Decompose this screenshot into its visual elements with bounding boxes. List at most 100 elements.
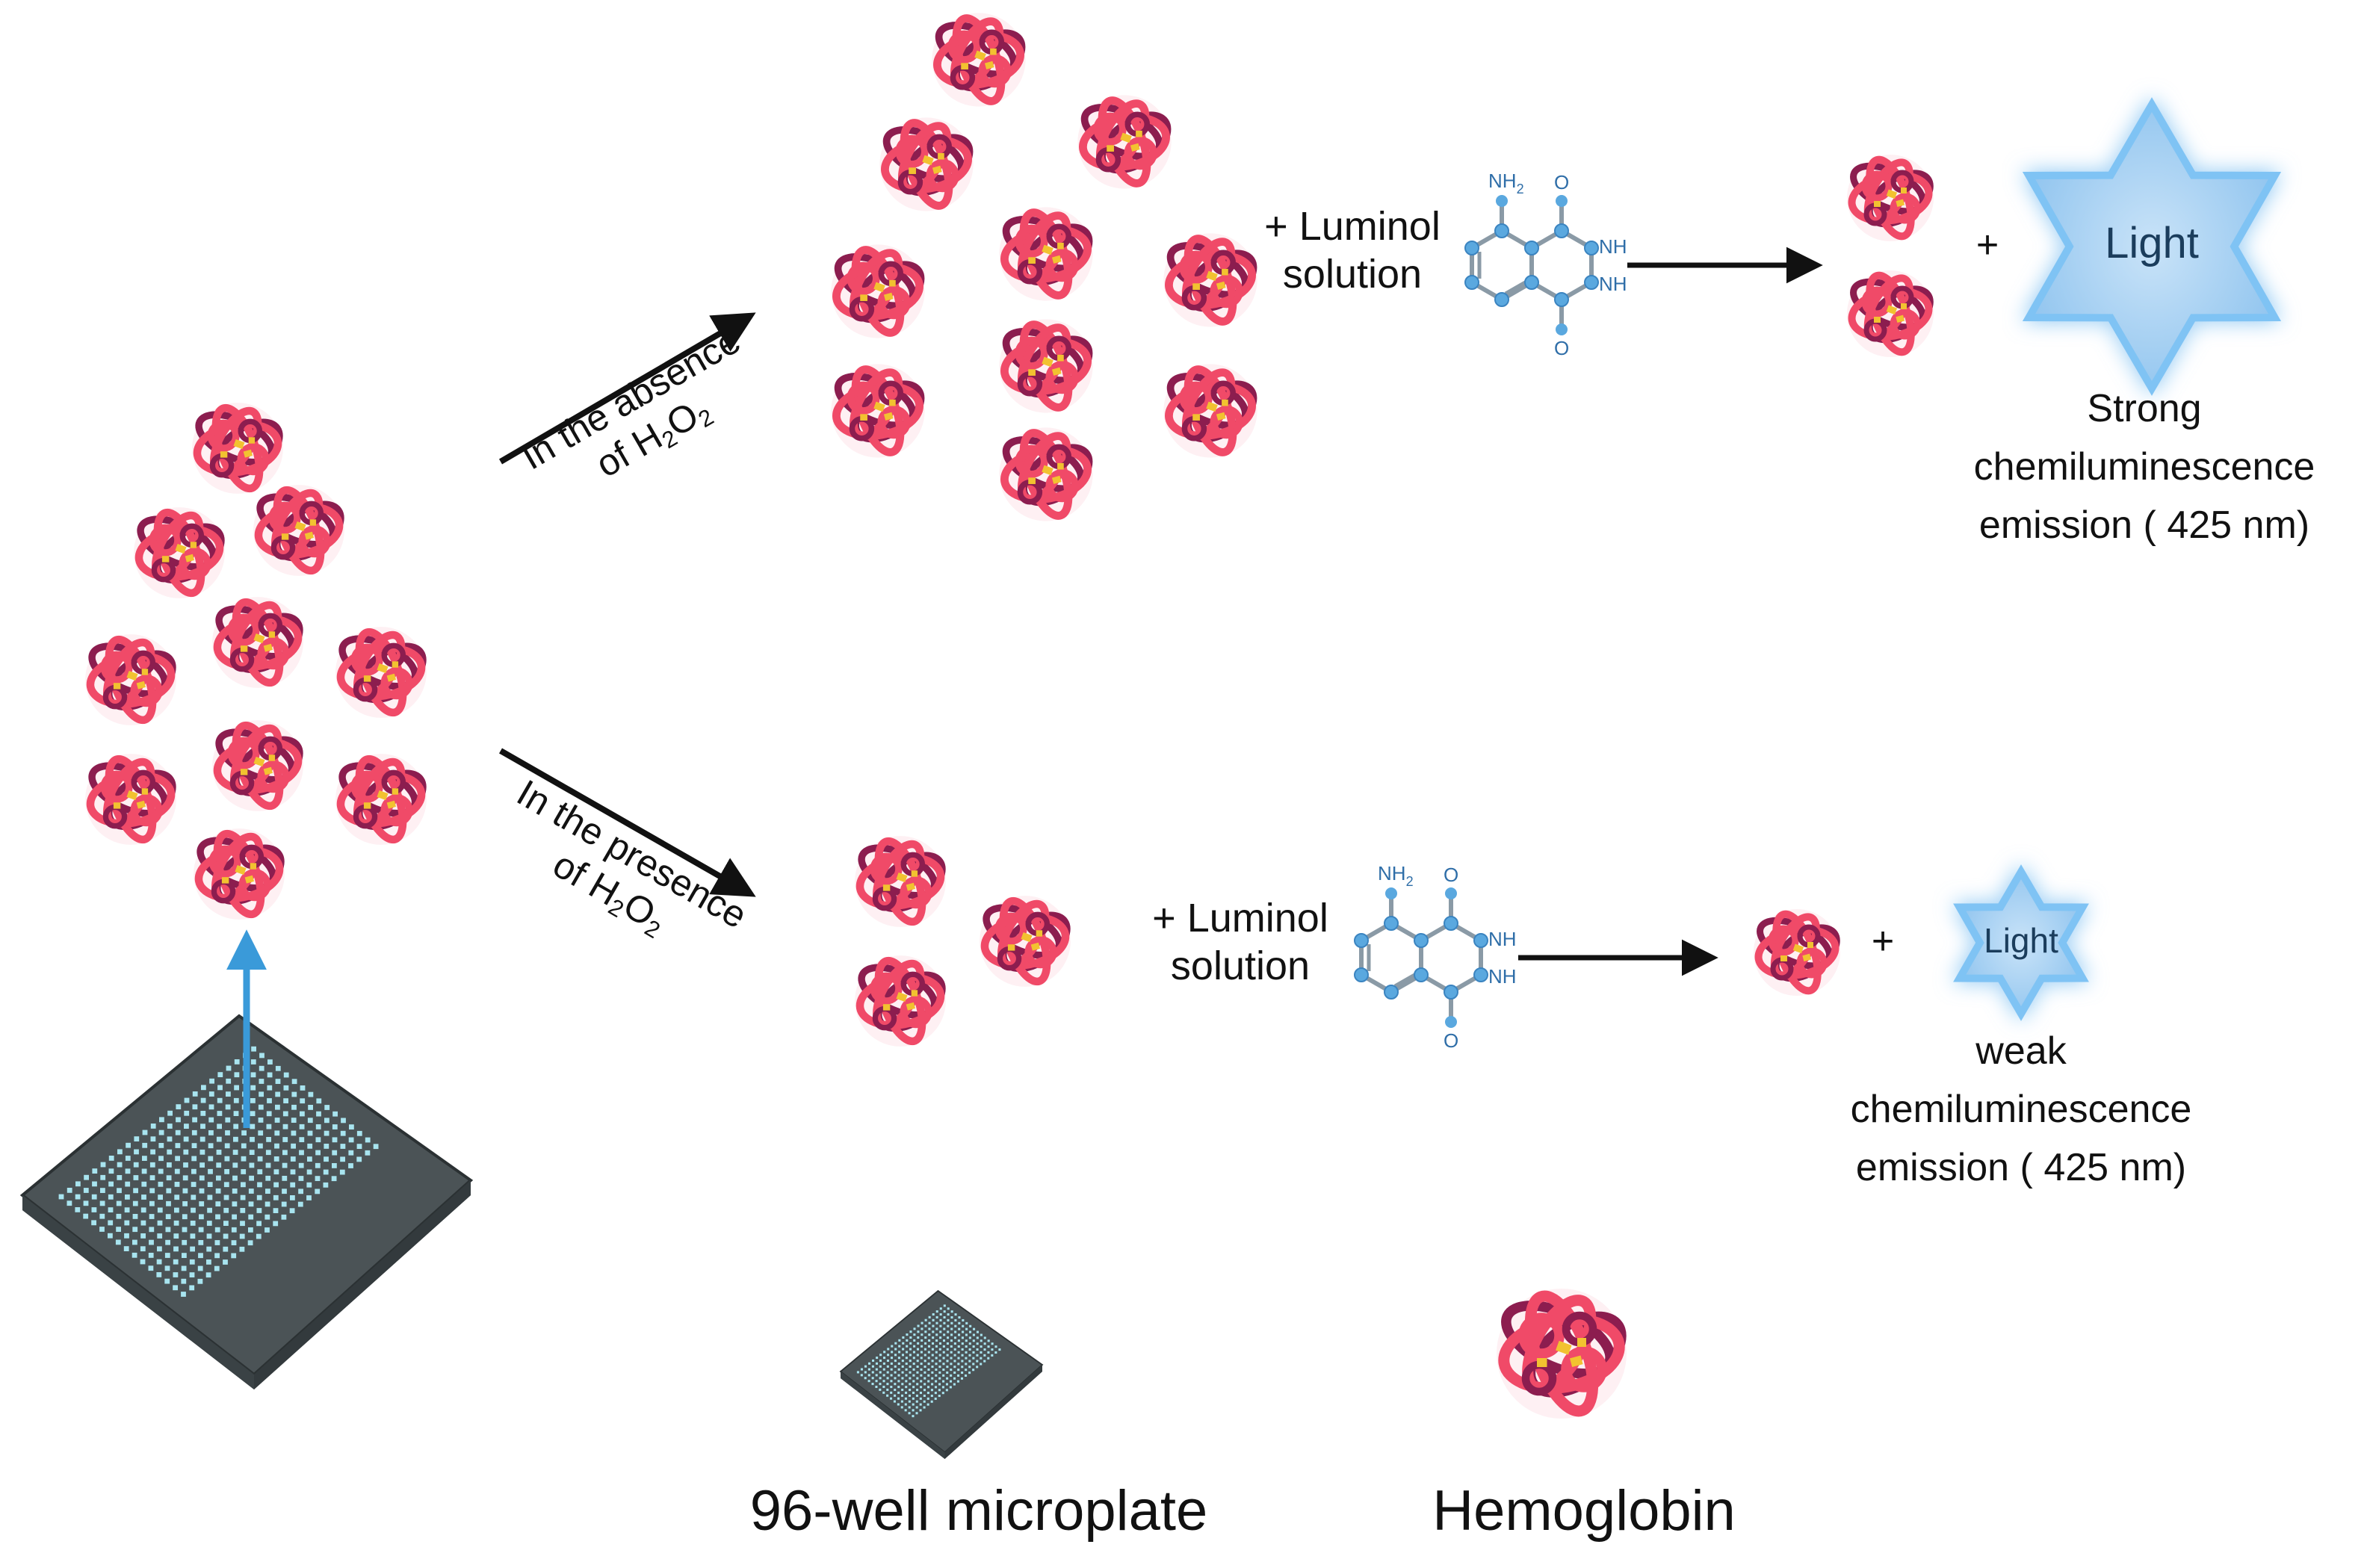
plate-well <box>980 1351 983 1354</box>
plate-well <box>123 1246 129 1251</box>
plate-well <box>987 1357 990 1360</box>
plate-well <box>297 1201 303 1207</box>
plate-well <box>175 1156 180 1162</box>
plate-well <box>184 1124 189 1129</box>
plate-well <box>108 1168 114 1174</box>
plate-well <box>299 1150 304 1156</box>
plate-well <box>923 1365 926 1369</box>
plate-well <box>282 1162 288 1168</box>
plate-well <box>157 1233 163 1239</box>
plate-well <box>864 1377 867 1380</box>
plate-well <box>943 1327 946 1330</box>
plate-well <box>912 1386 915 1389</box>
plate-well <box>174 1168 180 1174</box>
plate-well <box>167 1110 173 1116</box>
plate-well <box>125 1181 131 1187</box>
plate-well <box>206 1246 212 1252</box>
plate-well <box>882 1391 885 1394</box>
plate-well <box>208 1104 214 1110</box>
plate-well <box>976 1360 979 1363</box>
plate-well <box>900 1406 903 1409</box>
plate-well <box>864 1371 867 1374</box>
plate-well <box>315 1176 321 1181</box>
plate-well <box>157 1220 163 1226</box>
molecule-atom <box>1494 223 1509 238</box>
plate-well <box>231 1253 237 1259</box>
top-reagent-line1: + Luminol <box>1264 204 1441 249</box>
plate-side-right <box>944 1365 1042 1459</box>
plate-well <box>894 1342 897 1345</box>
plate-well <box>957 1339 960 1342</box>
plate-well <box>115 1239 121 1245</box>
plate-well <box>208 1130 214 1135</box>
plate-well <box>167 1149 173 1155</box>
molecule-atom <box>1556 323 1568 335</box>
hemoglobin-molecule <box>831 364 931 458</box>
plate-well <box>965 1357 968 1360</box>
plate-well <box>973 1327 976 1330</box>
hemoglobin-molecule <box>85 754 182 845</box>
plate-well <box>239 1233 245 1239</box>
plate-well <box>250 1072 256 1078</box>
plate-well <box>282 1176 288 1181</box>
plate-well <box>958 1321 961 1324</box>
plate-well <box>248 1189 254 1194</box>
plate-well <box>980 1345 983 1348</box>
plate-well <box>158 1181 164 1187</box>
plate-well <box>281 1214 287 1220</box>
plate-well <box>916 1365 919 1369</box>
plate-well <box>99 1213 105 1219</box>
plate-well <box>957 1351 960 1354</box>
plate-well <box>976 1354 979 1357</box>
plate-well <box>860 1374 863 1377</box>
plate-well <box>274 1118 280 1123</box>
plate-well <box>256 1194 262 1200</box>
plate-well <box>184 1097 190 1103</box>
plate-well <box>225 1117 231 1123</box>
plate-well <box>148 1253 154 1258</box>
plate-well <box>157 1207 163 1213</box>
plate-well <box>308 1091 314 1097</box>
plate-well <box>264 1201 270 1207</box>
plate-well <box>919 1392 922 1395</box>
plate-well <box>898 1351 901 1354</box>
plate-well <box>867 1380 870 1383</box>
plate-well <box>943 1316 946 1318</box>
plate-well <box>267 1098 272 1103</box>
plate-well <box>879 1354 882 1357</box>
plate-well <box>225 1104 231 1110</box>
plate-well <box>976 1336 979 1339</box>
plate-well <box>275 1104 280 1110</box>
plate-well <box>267 1072 273 1078</box>
plate-well <box>935 1321 938 1324</box>
molecule-atom <box>1464 241 1479 255</box>
plate-well <box>965 1333 968 1336</box>
plate-well <box>983 1360 986 1363</box>
plate-well <box>991 1342 994 1345</box>
plate-well <box>207 1182 213 1187</box>
plate-well <box>265 1150 271 1156</box>
plate-well <box>173 1246 179 1252</box>
plate-well <box>298 1176 304 1181</box>
plate-well <box>91 1194 97 1200</box>
plate-well <box>920 1321 923 1324</box>
plate-well <box>953 1354 956 1357</box>
plate-well <box>924 1336 927 1339</box>
plate-well <box>225 1130 230 1135</box>
plate-well <box>249 1150 255 1155</box>
plate-well <box>190 1221 196 1226</box>
plate-well <box>166 1188 172 1194</box>
plate-well <box>972 1357 975 1360</box>
plate-well <box>965 1374 968 1377</box>
plate-well <box>938 1371 941 1374</box>
plate-well <box>175 1143 181 1148</box>
plate-well <box>942 1351 945 1354</box>
top-result-line1: Strong <box>2087 387 2202 430</box>
plate-well <box>972 1369 975 1372</box>
plate-well <box>983 1354 986 1357</box>
plate-well <box>950 1316 953 1319</box>
plate-well <box>191 1168 197 1174</box>
plate-well <box>348 1137 354 1143</box>
plate-well <box>198 1227 204 1233</box>
